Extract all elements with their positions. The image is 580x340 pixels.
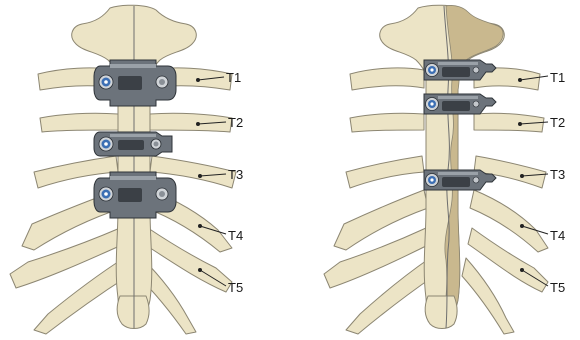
rib-t2-left (40, 113, 118, 132)
rib-t3-left (346, 156, 424, 188)
cross-plate-3 (94, 172, 176, 218)
xiphoid-process (117, 296, 149, 329)
bar-plate-2 (424, 94, 496, 114)
label-t4: T4 (550, 228, 565, 243)
label-t5: T5 (550, 280, 565, 295)
rib-t2-left (350, 113, 424, 132)
label-t5: T5 (228, 280, 243, 295)
bar-plate-3 (424, 170, 496, 190)
panel-left-cross-plates: T1 T2 T3 T4 T5 (10, 5, 243, 334)
panel-right-bar-plates: T1 T2 T3 T4 T5 (324, 5, 565, 334)
cross-plate-1 (94, 60, 176, 106)
label-t3: T3 (228, 167, 243, 182)
label-t4: T4 (228, 228, 243, 243)
label-t3: T3 (550, 167, 565, 182)
rib-t1-left (350, 68, 424, 90)
label-t2: T2 (550, 115, 565, 130)
label-t2: T2 (228, 115, 243, 130)
cross-plate-2 (94, 132, 172, 156)
label-t1: T1 (550, 70, 565, 85)
xiphoid-process (425, 296, 457, 329)
ribs-left-right-panel (324, 68, 434, 334)
label-t1: T1 (226, 70, 241, 85)
